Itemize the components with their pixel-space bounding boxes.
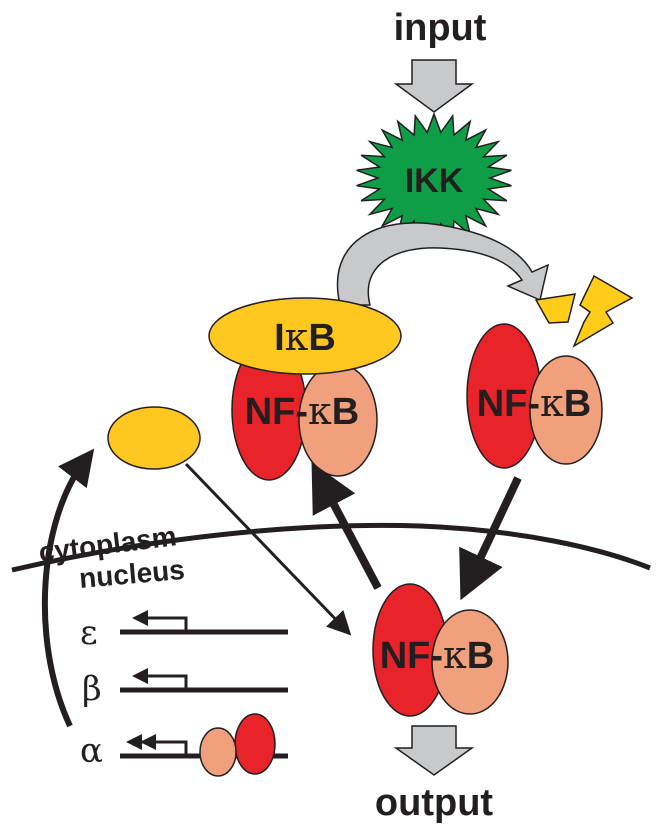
output-arrow bbox=[393, 725, 475, 776]
nfkb-salmon-subunit bbox=[431, 609, 509, 715]
gene-symbol: ε bbox=[80, 613, 98, 653]
promoter-arrowhead bbox=[132, 668, 148, 684]
output-label: output bbox=[375, 782, 494, 824]
promoter-arrowhead-2 bbox=[140, 734, 156, 750]
input-label: input bbox=[394, 7, 487, 49]
nuclear-membrane bbox=[11, 522, 651, 573]
nfkb-nuclear-complex: NF-κB bbox=[372, 583, 509, 717]
nfkb-ikb-complex: IκB NF-κB bbox=[208, 297, 402, 481]
input-arrow bbox=[393, 59, 475, 113]
promoter-arrow bbox=[142, 674, 188, 690]
ikk-label: IKK bbox=[405, 162, 464, 200]
nfkb-salmon-subunit bbox=[199, 727, 237, 777]
ikb-label: IκB bbox=[274, 315, 336, 359]
nfkb-label: NF-κB bbox=[477, 381, 592, 425]
promoter-arrow bbox=[142, 616, 188, 632]
ikb-fragment-right bbox=[572, 274, 634, 348]
nfkb-free-complex: NF-κB bbox=[466, 323, 603, 469]
gene-symbol: β bbox=[82, 669, 102, 709]
import-arrow bbox=[459, 476, 522, 601]
ikb-bound bbox=[208, 297, 402, 375]
export-arrow bbox=[311, 462, 382, 590]
synthesis-arrow bbox=[41, 448, 95, 728]
nfkb-label: NF-κB bbox=[380, 633, 495, 677]
promoter-arrowhead bbox=[132, 610, 148, 626]
ikb-free bbox=[107, 406, 201, 470]
phosphorylation-arrow bbox=[336, 222, 550, 306]
gene-beta: β bbox=[82, 668, 288, 709]
nfkb-label: NF-κB bbox=[245, 389, 360, 433]
promoter-arrowhead bbox=[126, 734, 142, 750]
gene-symbol: α bbox=[80, 731, 103, 771]
gene-epsilon: ε bbox=[80, 610, 288, 653]
ikb-fragment-left bbox=[534, 293, 577, 324]
ikb-import-arrow bbox=[184, 462, 352, 636]
nfkb-salmon-subunit bbox=[529, 355, 603, 465]
promoter-arrow bbox=[142, 740, 188, 756]
gene-alpha: α bbox=[80, 713, 288, 777]
nfkb-red-subunit bbox=[234, 713, 276, 775]
